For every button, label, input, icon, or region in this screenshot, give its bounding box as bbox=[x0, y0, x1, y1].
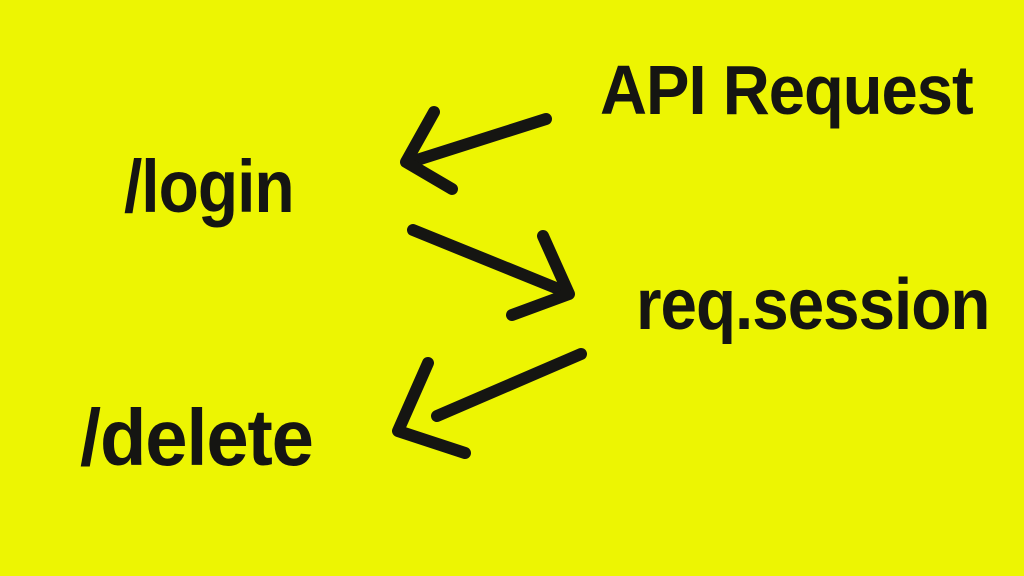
arrow-api-request-to-login bbox=[400, 106, 552, 195]
arrow-login-to-req-session bbox=[407, 224, 575, 321]
node-login: /login bbox=[124, 145, 295, 228]
node-api-request: API Request bbox=[600, 51, 974, 129]
node-req-session: req.session bbox=[636, 265, 990, 345]
node-delete: /delete bbox=[80, 393, 314, 482]
arrow-req-session-to-delete bbox=[392, 348, 587, 459]
